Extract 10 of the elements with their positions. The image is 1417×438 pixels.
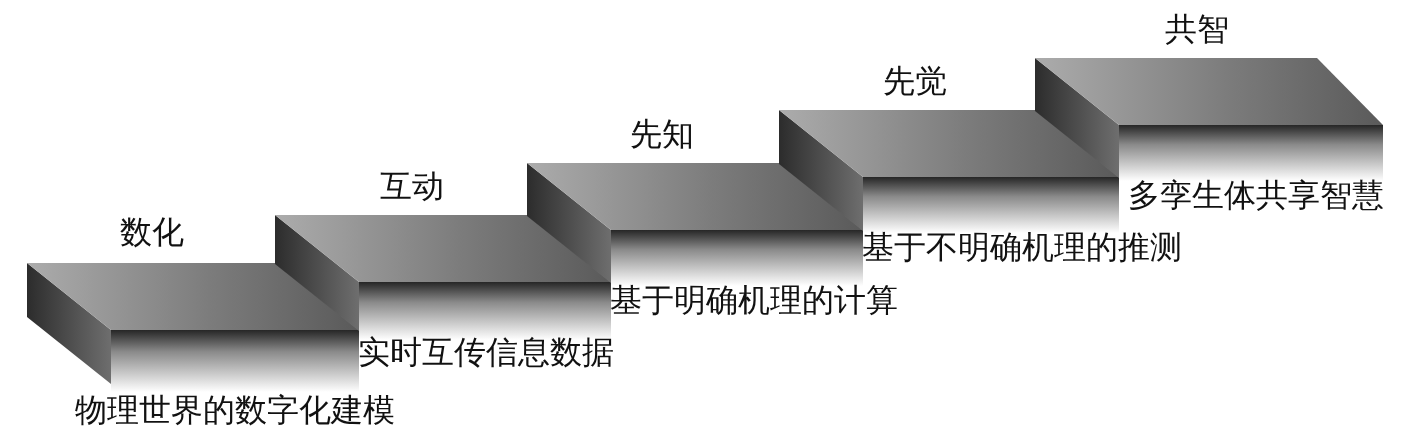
step-description: 物理世界的数字化建模 [75,393,395,427]
step-description: 实时互传信息数据 [358,335,614,369]
step-title: 数化 [120,215,184,249]
step-description: 基于明确机理的计算 [610,283,898,317]
step-description: 基于不明确机理的推测 [862,230,1182,264]
step-title: 先知 [630,117,694,151]
step-title: 先觉 [883,64,947,98]
step-description: 多孪生体共享智慧 [1128,178,1384,212]
step-title: 共智 [1165,12,1229,46]
step-title: 互动 [380,169,444,203]
